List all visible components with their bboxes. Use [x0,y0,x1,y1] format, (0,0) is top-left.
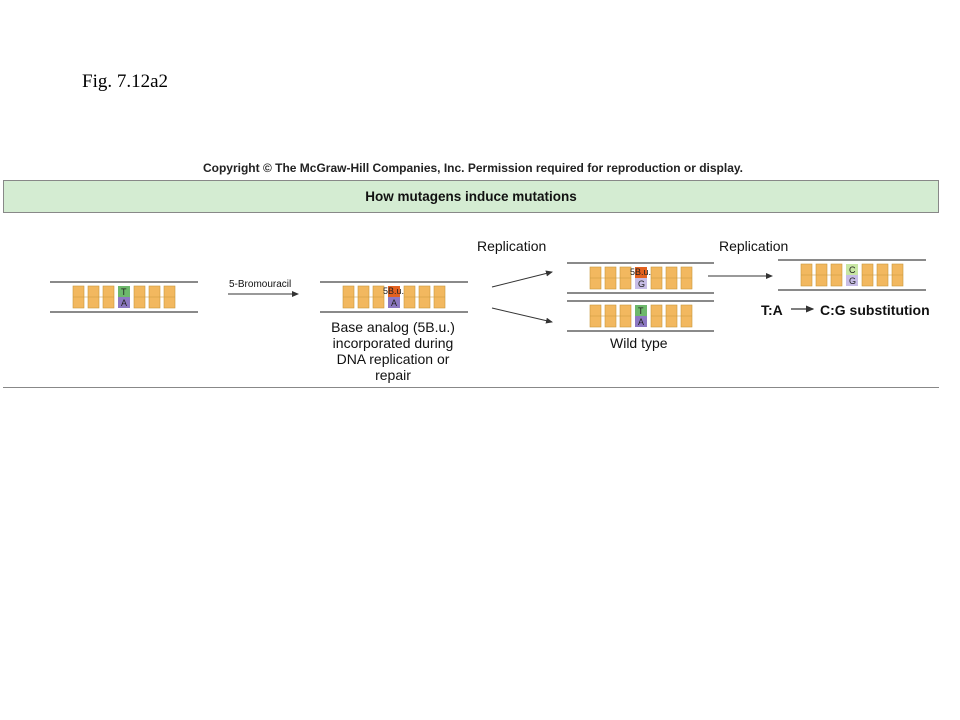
wild-type-label: Wild type [610,335,668,351]
base-label-5bu: 5B.u. [383,286,404,296]
guanine-base [635,278,647,289]
base-label-a: A [391,298,397,308]
base-label-5bu: 5B.u. [630,267,651,277]
thymine-base [635,305,647,316]
bottom-divider [3,387,939,388]
dna-daughter-mutant: 5B.u. G [567,262,714,294]
replication-label-1: Replication [477,238,547,254]
guanine-base [846,275,858,286]
base-pairs [72,285,176,309]
arrow-replication-down [491,307,553,324]
substitution-from: T:A [761,302,783,318]
base-label-t: T [121,287,127,297]
substitution-to: C:G substitution [820,302,930,318]
copyright-notice: Copyright © The McGraw-Hill Companies, I… [202,161,744,175]
base-label-g: G [849,276,856,286]
arrow-replication-up [491,270,553,288]
analog-caption: Base analog (5B.u.) incorporated during … [331,319,455,383]
bromouracil-base [388,286,400,297]
dna-original: T A [50,281,198,313]
adenine-base [635,316,647,327]
diagram-title: How mutagens induce mutations [3,180,939,213]
dna-final-substitution: C G [778,259,926,291]
base-label-a: A [121,298,127,308]
base-label-g: G [638,279,645,289]
base-label-c: C [849,265,856,275]
replication-label-2: Replication [719,238,789,254]
adenine-base [388,297,400,308]
bromouracil-label: 5-Bromouracil [229,279,292,290]
thymine-base [118,286,130,297]
adenine-base [118,297,130,308]
dna-analog-incorporated: 5B.u. A [320,281,468,313]
bromouracil-base [635,267,647,278]
base-label-a: A [638,317,644,327]
figure-label: Fig. 7.12a2 [82,71,169,92]
base-label-t: T [638,306,644,316]
cytosine-base [846,264,858,275]
dna-daughter-wild-type: T A [567,300,714,332]
